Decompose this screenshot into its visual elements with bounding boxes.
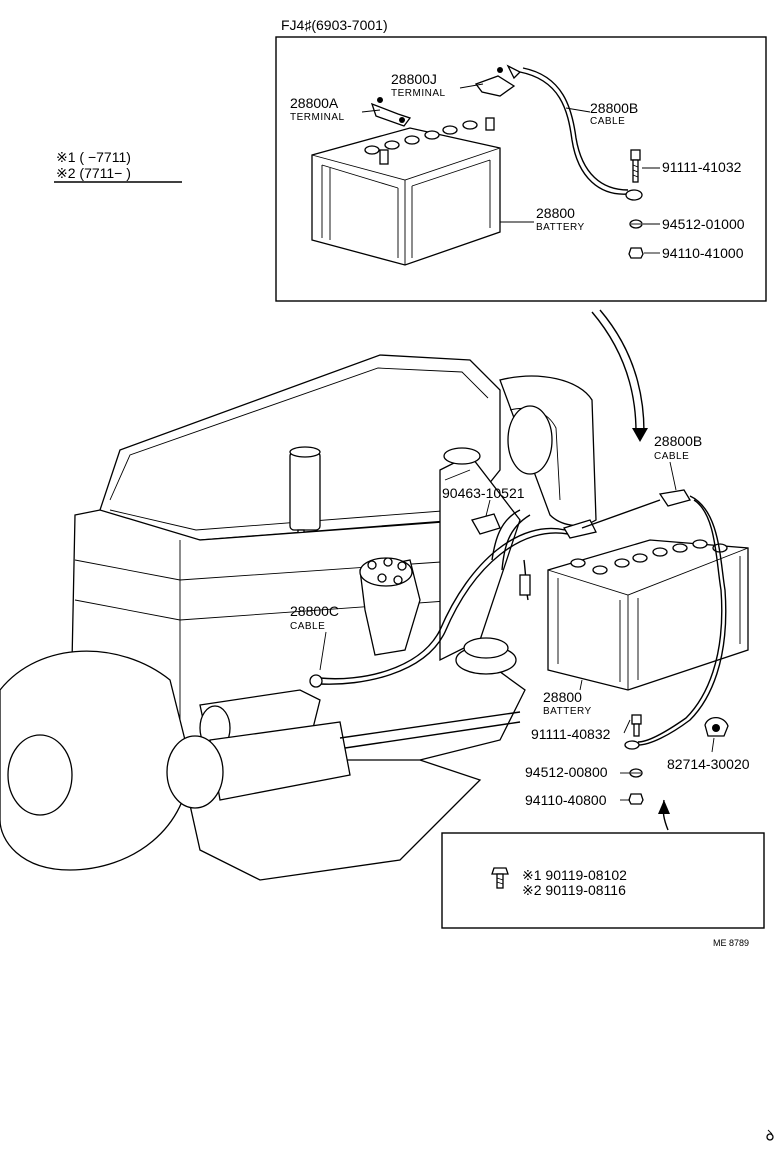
top-inset-frame	[275, 36, 767, 302]
inset-battery-drawing	[311, 117, 501, 266]
part-label-28800b-inset: 28800B CABLE	[590, 100, 638, 127]
svg-text:BATTERY: BATTERY	[543, 706, 592, 717]
part-label-91111-40832: 91111-40832	[531, 726, 611, 742]
bottom-inset-line-2: ※2 90119-08116	[522, 882, 626, 898]
part-label-94110-41000: 94110-41000	[662, 245, 744, 261]
part-label-28800-inset: 28800 BATTERY	[536, 205, 585, 233]
main-washer-icon	[629, 768, 643, 778]
part-label-28800a: 28800A TERMINAL	[290, 95, 345, 123]
inset-bolt-icon	[630, 149, 641, 183]
svg-text:94512-00800: 94512-00800	[525, 764, 608, 780]
main-bolt-icon	[631, 714, 642, 737]
svg-text:90463-10521: 90463-10521	[442, 485, 525, 501]
svg-text:94110-41000: 94110-41000	[662, 245, 744, 261]
clip-90463-icon	[471, 513, 501, 535]
svg-text:28800: 28800	[536, 205, 575, 221]
part-label-90463-10521: 90463-10521	[442, 485, 525, 501]
figure-code: ME 8789	[713, 938, 749, 948]
svg-text:CABLE: CABLE	[590, 116, 625, 127]
main-nut-icon	[628, 793, 644, 805]
main-clamp-icon	[704, 716, 729, 737]
svg-text:91111-40832: 91111-40832	[531, 726, 611, 742]
main-cables	[309, 495, 727, 750]
svg-text:28800B: 28800B	[590, 100, 638, 116]
inset-nut-icon	[628, 247, 644, 259]
part-label-94512-00800: 94512-00800	[525, 764, 608, 780]
legend-line-1: ※1 ( −7711)	[56, 149, 131, 165]
svg-text:TERMINAL: TERMINAL	[391, 88, 446, 99]
svg-text:94512-01000: 94512-01000	[662, 216, 745, 232]
part-label-28800b-main: 28800B CABLE	[654, 433, 702, 462]
terminal-j-drawing	[474, 64, 522, 97]
part-label-28800c: 28800C CABLE	[290, 603, 339, 632]
bottom-inset-line-1: ※1 90119-08102	[522, 867, 627, 883]
svg-text:CABLE: CABLE	[290, 621, 325, 632]
svg-text:28800A: 28800A	[290, 95, 339, 111]
legend-line-2: ※2 (7711− )	[56, 165, 131, 181]
svg-text:TERMINAL: TERMINAL	[290, 112, 345, 123]
svg-text:28800: 28800	[543, 689, 582, 705]
svg-text:CABLE: CABLE	[654, 451, 689, 462]
part-label-91111-41032: 91111-41032	[662, 159, 742, 175]
svg-text:82714-30020: 82714-30020	[667, 756, 750, 772]
engine-drawing	[0, 354, 597, 881]
corner-mark-icon	[766, 1129, 774, 1141]
svg-text:BATTERY: BATTERY	[536, 222, 585, 233]
legend: ※1 ( −7711) ※2 (7711− )	[54, 149, 182, 183]
part-label-28800j: 28800J TERMINAL	[391, 71, 446, 99]
part-label-28800-main: 28800 BATTERY	[543, 689, 592, 717]
terminal-a-drawing	[370, 97, 412, 127]
part-label-94110-40800: 94110-40800	[525, 792, 607, 808]
inset-washer-icon	[629, 219, 643, 229]
top-inset: FJ4♯(6903-7001)	[275, 17, 767, 302]
part-label-82714-30020: 82714-30020	[667, 756, 750, 772]
part-label-94512-01000: 94512-01000	[662, 216, 745, 232]
svg-text:94110-40800: 94110-40800	[525, 792, 607, 808]
inset-cable-drawing	[519, 67, 643, 201]
bottom-inset: ※1 90119-08102 ※2 90119-08116	[441, 799, 765, 929]
screw-icon	[491, 867, 509, 889]
inset-arrow	[591, 309, 648, 442]
svg-text:91111-41032: 91111-41032	[662, 159, 742, 175]
bottom-inset-frame	[441, 832, 765, 929]
top-inset-header: FJ4♯(6903-7001)	[281, 17, 388, 33]
svg-text:28800B: 28800B	[654, 433, 702, 449]
svg-text:28800C: 28800C	[290, 603, 339, 619]
svg-text:28800J: 28800J	[391, 71, 437, 87]
